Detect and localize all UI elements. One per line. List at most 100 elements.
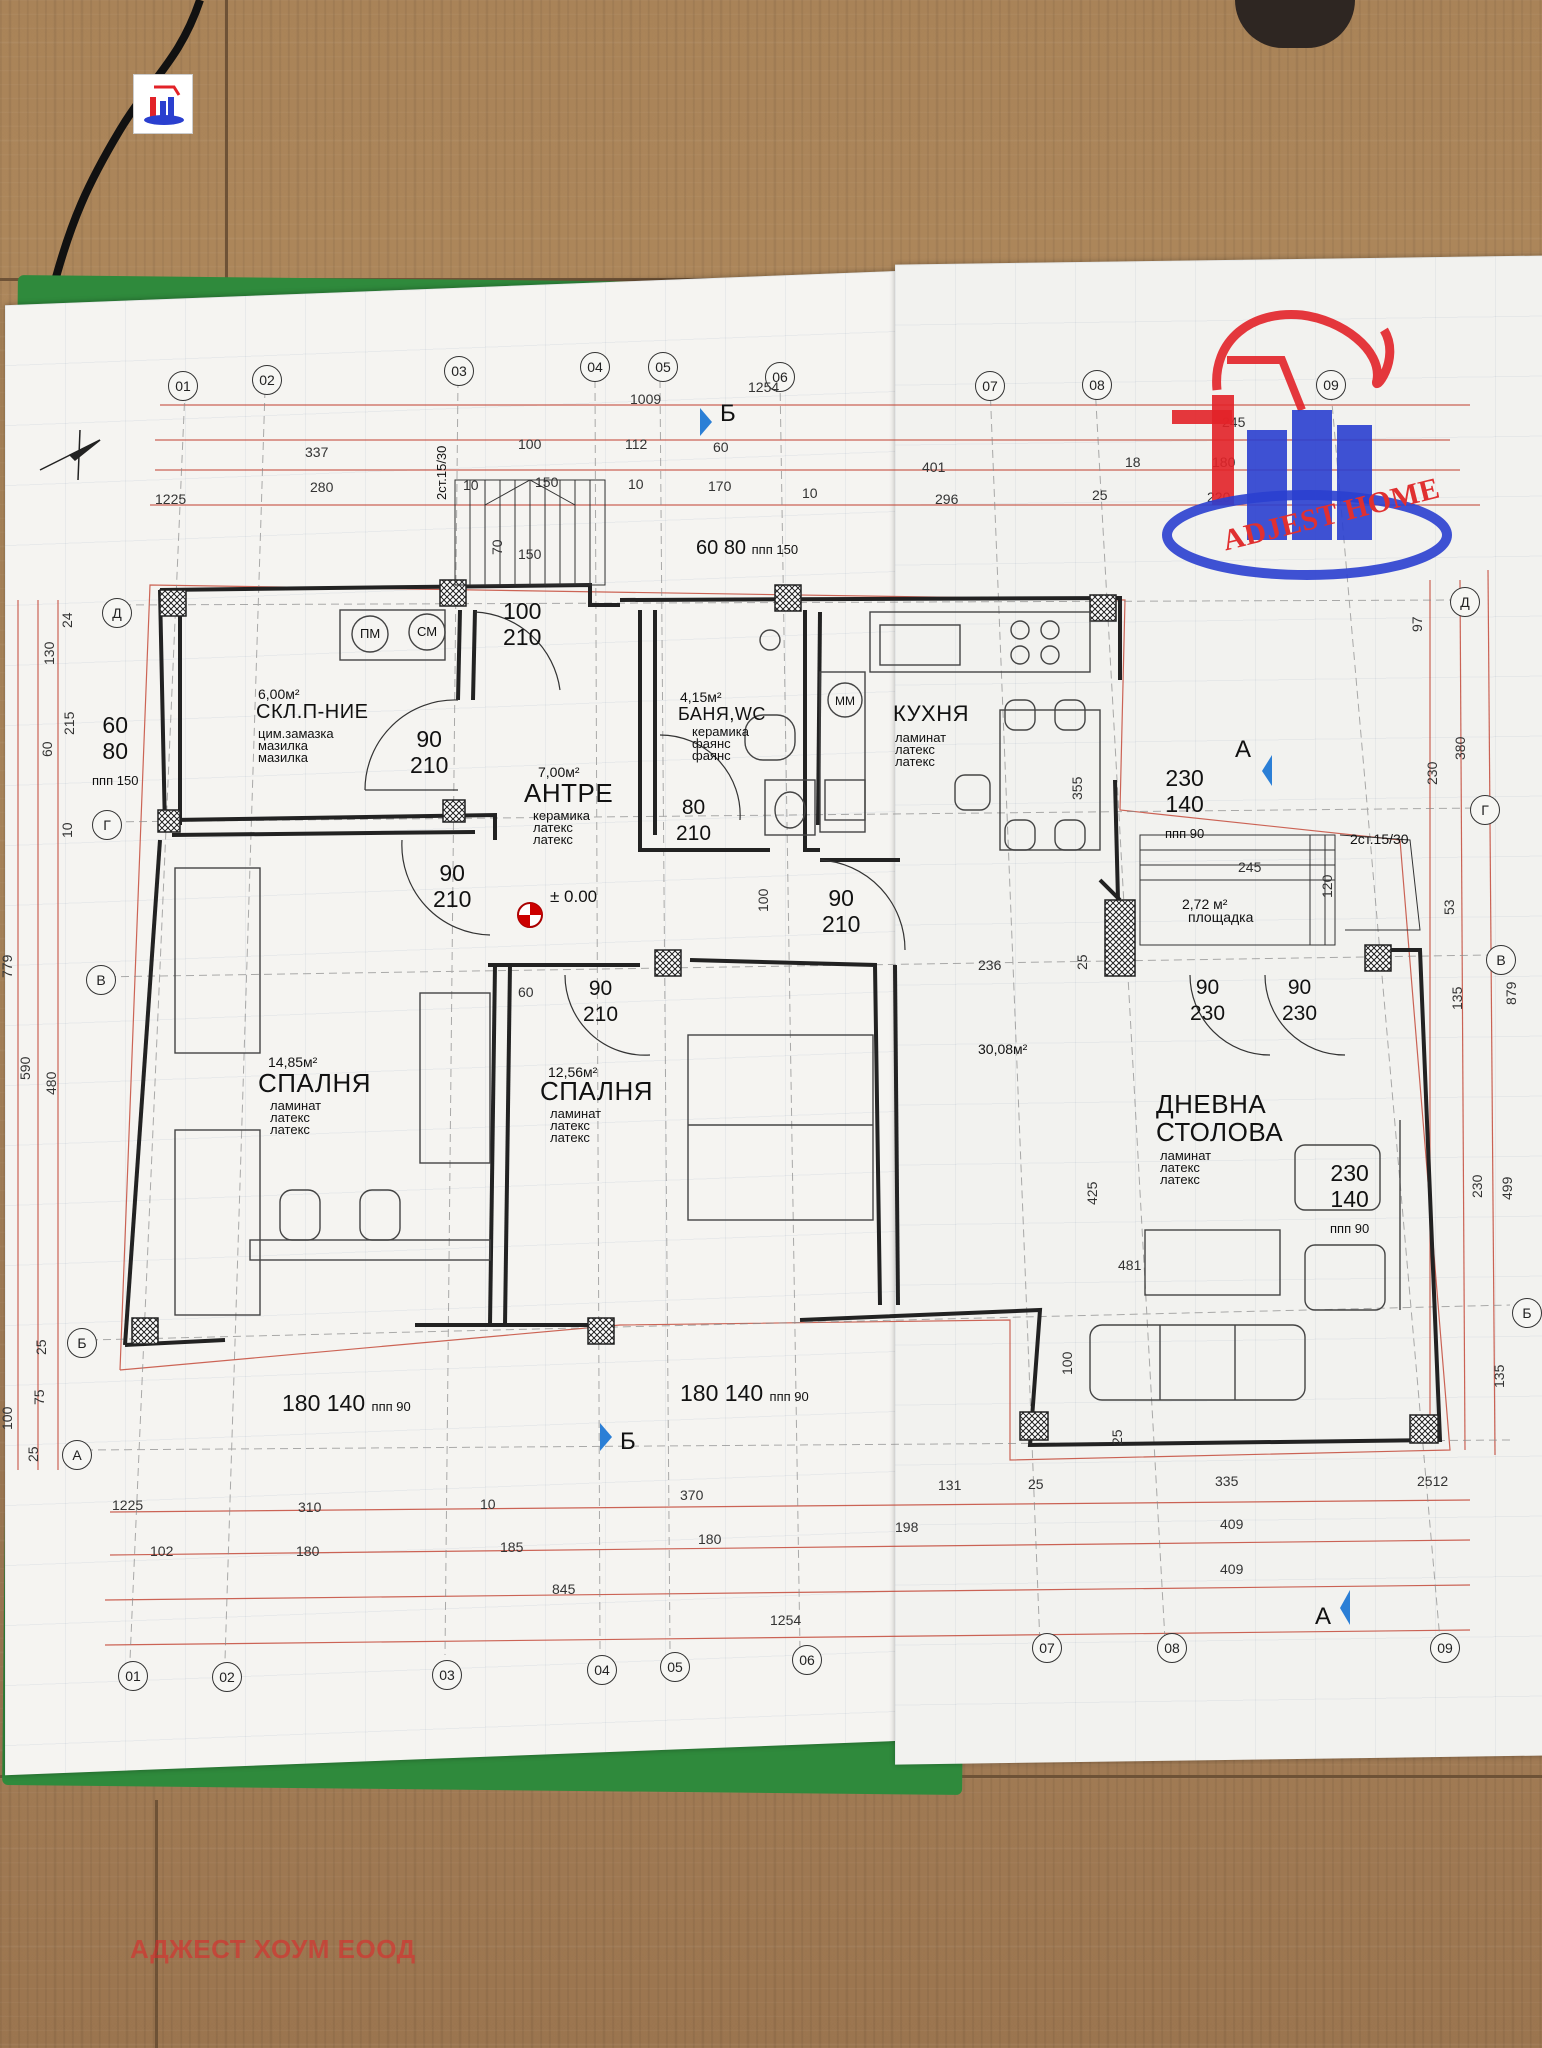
plank-seam [155, 1800, 158, 2048]
window-sill: ппп 90 [1165, 826, 1205, 841]
axis-bubble-left: А [62, 1440, 92, 1470]
window-sill: ппп 90 [371, 1399, 411, 1414]
room-name-bedroom-1: СПАЛНЯ [258, 1068, 371, 1098]
dim-right: 230 [1469, 1174, 1485, 1198]
room-finish-living: ламинат латекс латекс [1160, 1148, 1212, 1187]
dim-top: 10 [628, 476, 644, 492]
section-mark-b-bottom: Б [620, 1428, 636, 1455]
watermark-logo-large [1132, 300, 1452, 590]
dim-right: 499 [1499, 1176, 1515, 1200]
dim-bottom: 409 [1220, 1516, 1244, 1532]
window-width: 230 [1165, 765, 1204, 791]
dim-bottom: 335 [1215, 1473, 1239, 1489]
door-height: 210 [433, 886, 472, 912]
dim-top: 100 [518, 436, 542, 452]
axis-bubble-top: 04 [580, 352, 610, 382]
axis-bubble-left: Д [102, 598, 132, 628]
stairs-label-right: 2ст.15/30 [1350, 831, 1409, 847]
window-width: 180 [680, 1380, 719, 1406]
room-finish-kitchen: ламинат латекс латекс [895, 730, 947, 769]
dim-right: 135 [1449, 986, 1465, 1010]
axis-bubble-left: Б [67, 1328, 97, 1358]
dim-top: 18 [1125, 454, 1141, 470]
room-finish-bath: керамика фаянс фаянс [692, 724, 749, 763]
axis-bubble-top: 03 [444, 356, 474, 386]
dim-left: 590 [17, 1056, 33, 1080]
dim-inner: 245 [1238, 859, 1262, 875]
dim-bottom: 409 [1220, 1561, 1244, 1577]
door-width: 90 [828, 885, 854, 911]
dim-bottom: 1254 [770, 1612, 802, 1628]
axis-bubble-bottom: 02 [212, 1662, 242, 1692]
dim-left: 215 [61, 711, 77, 735]
window-width: 60 [696, 537, 719, 559]
room-name-hall: АНТРЕ [524, 778, 614, 808]
axis-bubble-bottom: 06 [792, 1645, 822, 1675]
room-area-bath: 4,15м² [680, 689, 722, 705]
axis-bubble-bottom: 08 [1157, 1633, 1187, 1663]
washer-label-sm: СМ [417, 624, 438, 639]
room-area-landing: 2,72 м² [1182, 896, 1228, 912]
door-height: 210 [583, 1003, 619, 1026]
plank-seam [225, 0, 228, 280]
axis-bubble-bottom: 01 [118, 1661, 148, 1691]
dim-inner: 100 [755, 888, 771, 912]
axis-bubble-bottom: 05 [660, 1652, 690, 1682]
dim-left: 60 [39, 741, 55, 757]
window-sill: ппп 150 [92, 773, 139, 788]
section-mark-b-top: Б [720, 400, 736, 427]
section-mark-a-bottom: А [1315, 1603, 1332, 1630]
axis-bubble-top: 02 [252, 365, 282, 395]
door-height: 210 [676, 822, 712, 845]
dim-bottom: 131 [938, 1477, 962, 1493]
dim-right: 135 [1491, 1364, 1507, 1388]
door-width: 90 [588, 977, 613, 1000]
room-area-hall: 7,00м² [538, 764, 580, 780]
dim-left: 480 [43, 1071, 59, 1095]
room-area-bedroom-1: 14,85м² [268, 1054, 318, 1070]
dim-inner: 355 [1069, 776, 1085, 800]
room-area-storage: 6,00м² [258, 686, 300, 702]
stairs-label-top: 2ст.15/30 [434, 445, 449, 500]
room-name-living: ДНЕВНА СТОЛОВА [1156, 1089, 1284, 1147]
dim-top: 337 [305, 444, 329, 460]
dim-inner: 236 [978, 957, 1002, 973]
dim-left: 100 [0, 1406, 15, 1430]
room-name-storage: СКЛ.П-НИЕ [256, 701, 369, 723]
dim-bottom: 102 [150, 1543, 174, 1559]
dim-bottom: 845 [552, 1581, 576, 1597]
door-height: 210 [410, 752, 449, 778]
dim-right: 53 [1441, 899, 1457, 915]
dim-top: 170 [708, 478, 732, 494]
window-height: 140 [724, 1380, 764, 1406]
window-height: 140 [1165, 791, 1204, 817]
dim-left: 75 [31, 1389, 47, 1405]
window-width: 60 [102, 712, 128, 738]
dim-top: 112 [625, 436, 648, 452]
dim-bottom: 180 [296, 1543, 320, 1559]
dim-left: 24 [59, 612, 75, 628]
dim-top: 10 [802, 485, 818, 501]
room-name-bath: БАНЯ,WC [678, 704, 766, 724]
dim-inner: 25 [1109, 1429, 1125, 1445]
dim-left: 25 [33, 1339, 49, 1355]
dim-top: 25 [1092, 487, 1108, 503]
dim-top: 60 [713, 439, 729, 455]
axis-bubble-right: Г [1470, 795, 1500, 825]
dim-bottom: 25 [1028, 1476, 1044, 1492]
door-width: 80 [681, 796, 706, 819]
dim-left: 779 [0, 954, 15, 978]
dim-left: 25 [25, 1446, 41, 1462]
axis-bubble-left: В [86, 965, 116, 995]
window-width: 230 [1330, 1160, 1369, 1186]
door-width: 100 [503, 598, 542, 624]
